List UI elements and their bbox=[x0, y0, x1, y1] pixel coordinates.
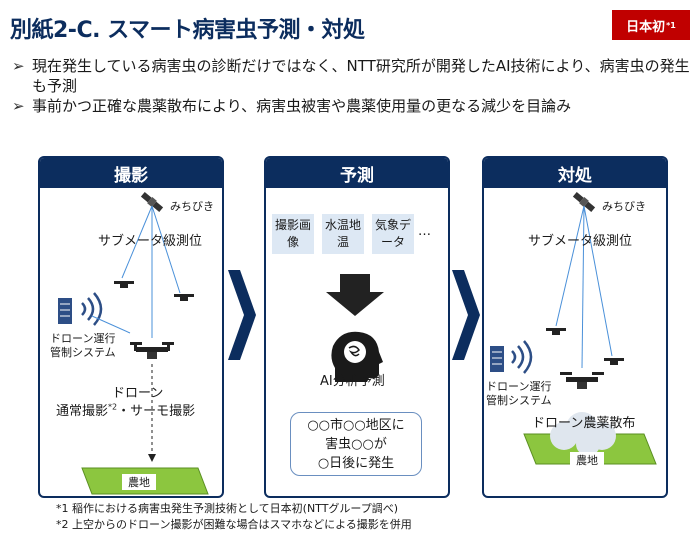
system-label: ドローン運行 bbox=[50, 332, 116, 345]
drone-label: ドローン bbox=[112, 386, 164, 401]
bubble-line: ○日後に発生 bbox=[317, 455, 395, 471]
system-label: 管制システム bbox=[486, 394, 552, 407]
bubble-line: ○○市○○地区に bbox=[307, 417, 405, 433]
shoot-mode-label: 通常撮影*2・サーモ撮影 bbox=[56, 400, 195, 419]
treat-diagram bbox=[490, 191, 657, 465]
panel-predict-title: 予測 bbox=[266, 158, 448, 188]
input-chip: 水温地温 bbox=[322, 214, 364, 254]
positioning-label: サブメータ級測位 bbox=[98, 234, 203, 249]
bubble-line: 害虫○○が bbox=[325, 436, 387, 452]
mode-label: 通常撮影 bbox=[56, 404, 109, 419]
footnote: *1 稲作における病害虫発生予測技術として日本初(NTTグループ調べ) bbox=[56, 502, 399, 515]
footnote: *2 上空からのドローン撮影が困難な場合はスマホなどによる撮影を併用 bbox=[56, 518, 412, 531]
panel-treat-title: 対処 bbox=[484, 158, 666, 188]
main-drone-icon bbox=[130, 342, 174, 359]
down-arrow-icon bbox=[326, 274, 384, 316]
drone-icon bbox=[174, 294, 194, 301]
satellite-label: みちびき bbox=[170, 200, 214, 213]
flow-arrow-icon bbox=[228, 270, 256, 360]
badge-label: 日本初 bbox=[626, 19, 666, 35]
server-icon bbox=[58, 298, 72, 324]
panel-shoot: 撮影 みちびき bbox=[38, 156, 224, 498]
ellipsis: … bbox=[418, 224, 431, 239]
spray-label: ドローン農薬散布 bbox=[532, 416, 636, 431]
input-chip: 気象データ bbox=[372, 214, 414, 254]
satellite-icon bbox=[140, 191, 164, 213]
signal-icon bbox=[511, 340, 533, 374]
server-icon bbox=[490, 346, 504, 372]
farmland-label: 農地 bbox=[570, 452, 604, 468]
bullet-item: ➢ 現在発生している病害虫の診断だけではなく、NTT研究所が開発したAI技術により… bbox=[12, 56, 692, 96]
bullet-item: ➢ 事前かつ正確な農薬散布により、病害虫被害や農薬使用量の更なる減少を目論み bbox=[12, 96, 692, 116]
spray-drone-icon bbox=[560, 372, 604, 389]
bullet-text: 現在発生している病害虫の診断だけではなく、NTT研究所が開発したAI技術により、… bbox=[32, 57, 690, 95]
ai-analysis-label: AI分析予測 bbox=[320, 374, 385, 389]
bullet-arrow-icon: ➢ bbox=[12, 97, 25, 115]
panel-treat: 対処 みちびき サブメータ級測位 ドローン運行 管制システム ドローン農薬散布 bbox=[482, 156, 668, 498]
satellite-label: みちびき bbox=[602, 200, 646, 213]
drone-icon bbox=[604, 358, 624, 365]
signal-icon bbox=[81, 292, 103, 326]
farmland-label: 農地 bbox=[122, 474, 156, 490]
drone-icon bbox=[114, 281, 134, 288]
input-chip: 撮影画像 bbox=[272, 214, 314, 254]
mode-note: *2 bbox=[108, 402, 118, 412]
shoot-diagram bbox=[58, 191, 209, 495]
positioning-label: サブメータ級測位 bbox=[528, 234, 633, 249]
spray-cloud-icon bbox=[550, 412, 616, 456]
prediction-bubble: ○○市○○地区に害虫○○が ○日後に発生 bbox=[290, 412, 422, 476]
panel-shoot-title: 撮影 bbox=[40, 158, 222, 188]
satellite-icon bbox=[572, 191, 596, 213]
system-label: 管制システム bbox=[50, 346, 116, 359]
drone-icon bbox=[546, 328, 566, 335]
bullet-text: 事前かつ正確な農薬散布により、病害虫被害や農薬使用量の更なる減少を目論み bbox=[32, 97, 572, 115]
badge-note-mark: *1 bbox=[666, 20, 676, 30]
flow-arrow-icon bbox=[452, 270, 480, 360]
bullet-arrow-icon: ➢ bbox=[12, 57, 25, 75]
page-title: 別紙2-C. スマート病害虫予測・対処 bbox=[10, 18, 365, 43]
japan-first-badge: 日本初*1 bbox=[612, 10, 690, 40]
bullet-list: ➢ 現在発生している病害虫の診断だけではなく、NTT研究所が開発したAI技術により… bbox=[12, 56, 692, 116]
mode-label: ・サーモ撮影 bbox=[117, 404, 196, 419]
system-label: ドローン運行 bbox=[486, 380, 552, 393]
